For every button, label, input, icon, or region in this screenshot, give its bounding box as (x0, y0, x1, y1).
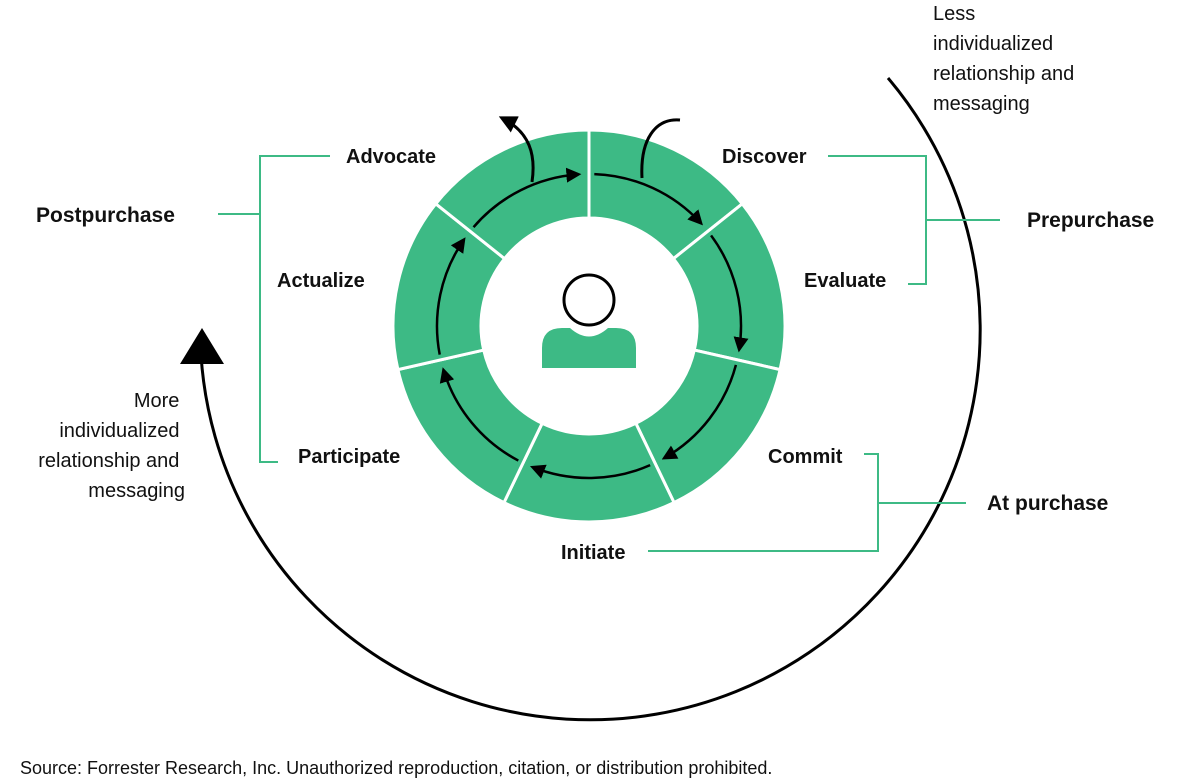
note-more-individualized: More individualized relationship and mes… (38, 390, 185, 502)
stage-label-commit: Commit (768, 446, 843, 468)
note-less-individualized: Less individualized relationship and mes… (933, 3, 1080, 115)
stage-label-evaluate: Evaluate (804, 270, 886, 292)
outer-arrowhead-icon (180, 328, 224, 364)
exit-arrow (498, 116, 535, 183)
cycle-arrow-discover (594, 172, 703, 226)
cycle-arrow-participate (439, 367, 519, 462)
stage-label-participate: Participate (298, 446, 400, 468)
group-label-prepurchase: Prepurchase (1027, 209, 1154, 232)
source-note: Source: Forrester Research, Inc. Unautho… (20, 758, 772, 778)
cycle-arrow-advocate (472, 167, 582, 228)
postpurchase-bracket (218, 155, 330, 463)
stage-label-actualize: Actualize (277, 270, 365, 292)
cycle-arrow-actualize (435, 237, 466, 355)
stage-label-discover: Discover (722, 146, 807, 168)
prepurchase-bracket (828, 155, 1000, 285)
stage-label-initiate: Initiate (561, 542, 625, 564)
cycle-arrows (435, 167, 749, 480)
group-label-postpurchase: Postpurchase (36, 204, 175, 227)
outer-spiral-arrow (199, 77, 982, 722)
cycle-arrow-evaluate (710, 234, 749, 353)
stage-label-advocate: Advocate (346, 146, 436, 168)
person-icon (542, 273, 636, 368)
group-label-at-purchase: At purchase (987, 492, 1108, 515)
at-purchase-bracket (648, 453, 966, 552)
entry-arrow (640, 118, 681, 179)
cycle-arrow-commit (661, 364, 738, 460)
cycle-arrow-initiate (529, 464, 651, 480)
